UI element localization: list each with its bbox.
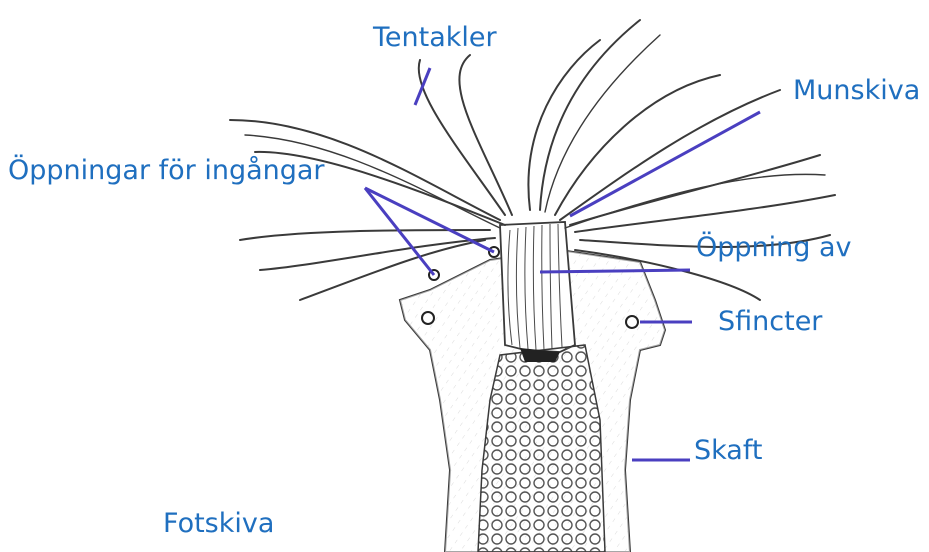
label-oppning: Öppning av <box>696 232 852 264</box>
mesenteries <box>478 345 605 552</box>
sphincter-pore-left <box>422 312 434 324</box>
pharynx <box>500 222 575 352</box>
sphincter-pore-right <box>626 316 638 328</box>
label-skaft: Skaft <box>694 435 762 467</box>
label-fotskiva: Fotskiva <box>163 508 274 540</box>
label-sfincter: Sfincter <box>718 306 822 338</box>
label-munskiva: Munskiva <box>793 75 920 107</box>
label-oppningar: Öppningar för ingångar <box>8 155 325 187</box>
label-tentakler: Tentakler <box>373 22 497 54</box>
